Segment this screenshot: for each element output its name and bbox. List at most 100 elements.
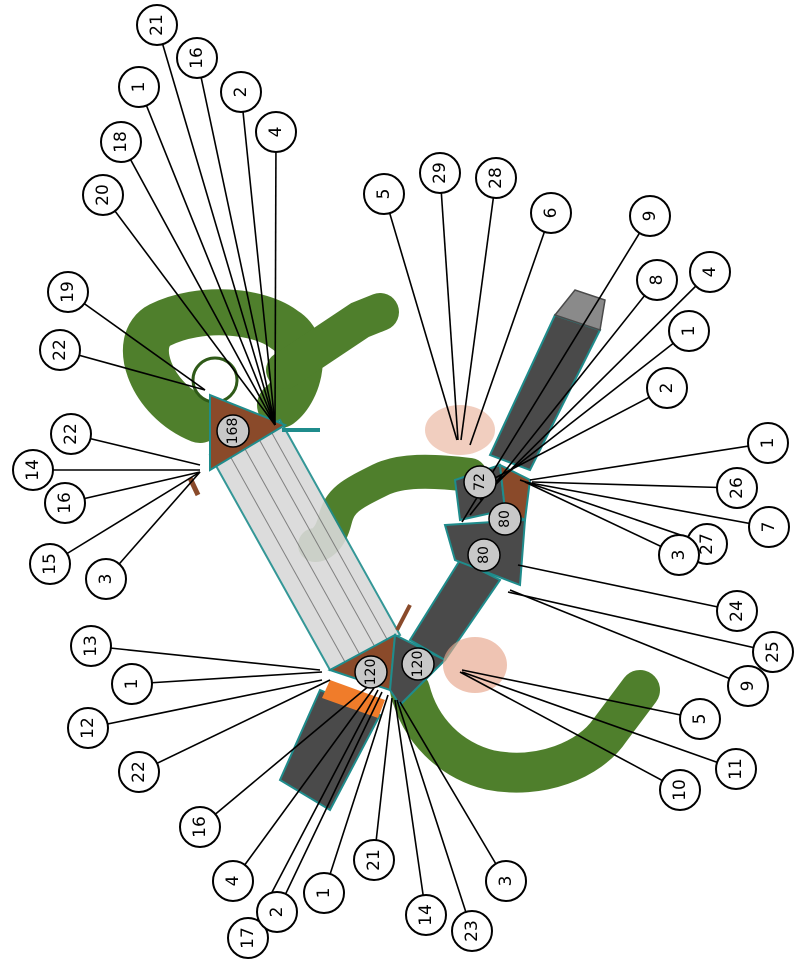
deck-height-badge: 120: [401, 647, 435, 681]
callout-bubble: 6: [530, 192, 572, 234]
deck-height-circle: [401, 647, 435, 681]
leader-line: [479, 271, 711, 501]
callout-bubble: 26: [716, 467, 758, 509]
callout-number: 5: [374, 189, 394, 200]
callout-circle: [111, 663, 153, 705]
callout-number: 2: [657, 383, 677, 394]
leader-line: [120, 141, 276, 426]
callout-circle: [47, 271, 89, 313]
callout-bubble: 3: [485, 860, 527, 902]
callout-bubble: 12: [67, 707, 109, 749]
leader-line: [519, 479, 708, 545]
callout-circle: [363, 173, 405, 215]
callout-number: 1: [122, 679, 142, 690]
callout-number: 22: [50, 339, 70, 361]
deck-height-circle: [463, 465, 497, 499]
callout-circle: [716, 467, 758, 509]
leader-line: [70, 433, 201, 466]
callout-circle: [530, 192, 572, 234]
leader-line: [507, 591, 774, 653]
callout-number: 2: [267, 907, 287, 918]
callout-bubble: 18: [100, 121, 142, 163]
callout-circle: [255, 111, 297, 153]
callout-bubble: 11: [715, 748, 757, 790]
callout-circle: [629, 195, 671, 237]
callout-bubble: 9: [727, 665, 769, 707]
roof-upper-right: [425, 405, 495, 455]
leader-line: [509, 589, 749, 687]
callout-number: 14: [416, 904, 436, 926]
callout-circle: [212, 860, 254, 902]
callout-circle: [419, 152, 461, 194]
callout-bubble: 14: [405, 894, 447, 936]
leader-line: [240, 91, 276, 426]
callout-number: 13: [81, 635, 101, 657]
callout-number: 22: [61, 423, 81, 445]
leader-line: [529, 442, 769, 481]
callout-bubble: 21: [353, 839, 395, 881]
callout-circle: [485, 860, 527, 902]
callout-number: 22: [129, 761, 149, 783]
callout-number: 16: [190, 816, 210, 838]
callout-circle: [636, 259, 678, 301]
leader-line: [138, 679, 331, 773]
deck-height-value: 120: [410, 651, 426, 678]
leader-line: [524, 481, 770, 528]
callout-circle: [29, 543, 71, 585]
callout-number: 2: [231, 87, 251, 98]
callout-number: 6: [541, 208, 561, 219]
callout-bubble: 2: [220, 71, 262, 113]
leader-line: [517, 564, 738, 612]
callout-circle: [12, 449, 54, 491]
deck-height-value: 80: [497, 510, 513, 528]
deck-height-badge: 168: [216, 414, 250, 448]
structure: [122, 289, 660, 812]
callout-circle: [85, 558, 127, 600]
callout-number: 16: [187, 47, 207, 69]
deck-height-badge: 80: [467, 538, 501, 572]
callout-number: 4: [700, 267, 720, 278]
callout-number: 21: [147, 14, 167, 36]
leader-line: [102, 194, 276, 426]
callout-bubble: 16: [179, 806, 221, 848]
callout-number: 20: [93, 184, 113, 206]
callout-number: 17: [238, 927, 258, 949]
callout-number: 11: [726, 758, 746, 780]
right-walkway-end: [553, 289, 606, 331]
leader-lines: [33, 24, 774, 939]
callout-circle: [118, 751, 160, 793]
callout-circle: [658, 534, 700, 576]
callout-bubble: 28: [475, 157, 517, 199]
callout-circle: [70, 625, 112, 667]
callout-circle: [256, 891, 298, 933]
leader-line: [460, 177, 497, 441]
leader-line: [67, 291, 206, 391]
deck-height-circle: [354, 655, 388, 689]
leader-line: [232, 687, 375, 882]
callout-number: 3: [669, 550, 689, 561]
leader-line: [399, 701, 507, 882]
callout-circle: [220, 71, 262, 113]
callout-bubble: 15: [29, 543, 71, 585]
callout-circle: [748, 506, 790, 548]
roof-lower: [443, 637, 507, 693]
deck-height-value: 72: [472, 473, 488, 491]
callout-number: 21: [364, 849, 384, 871]
net-bridge: [208, 418, 402, 672]
callout-circle: [50, 413, 92, 455]
callout-number: 5: [690, 714, 710, 725]
callout-bubble: 14: [12, 449, 54, 491]
callout-bubble: 9: [629, 195, 671, 237]
leader-line: [396, 699, 473, 932]
callout-bubble: 19: [47, 271, 89, 313]
callout-bubble: 20: [82, 174, 124, 216]
post-2: [187, 476, 201, 497]
callout-number: 27: [697, 533, 717, 555]
leader-line: [196, 57, 276, 426]
leader-line: [373, 697, 393, 861]
callout-circle: [176, 37, 218, 79]
callout-number: 19: [58, 281, 78, 303]
callout-circle: [689, 251, 731, 293]
net-bridge-mesh: [224, 425, 389, 663]
